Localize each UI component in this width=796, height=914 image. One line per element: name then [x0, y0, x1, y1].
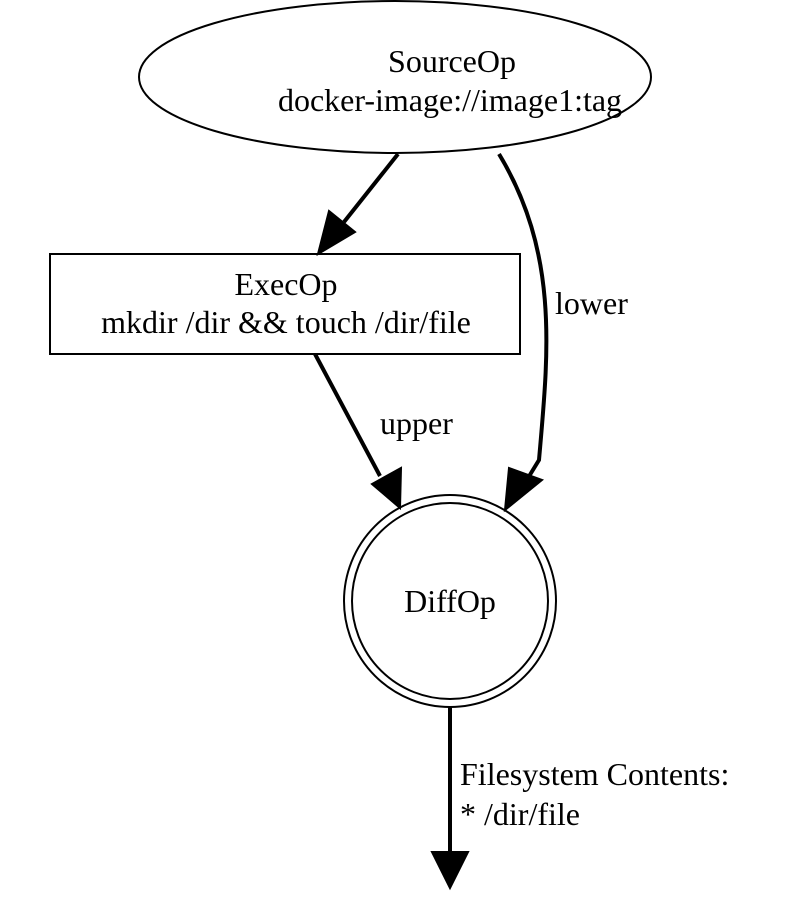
source-op-detail: docker-image://image1:tag: [278, 82, 622, 118]
edge-output: Filesystem Contents: * /dir/file: [430, 707, 729, 891]
edge-source-to-exec-arrowhead: [316, 209, 357, 257]
diff-op-title: DiffOp: [404, 583, 496, 619]
exec-op-title: ExecOp: [234, 266, 337, 302]
edge-lower: lower: [497, 152, 628, 513]
edge-output-label-line2: * /dir/file: [460, 796, 580, 832]
exec-op-box: [49, 253, 521, 355]
diff-op-node: DiffOp: [343, 494, 557, 708]
edge-upper-arrowhead: [370, 466, 403, 511]
edge-upper-label: upper: [380, 405, 453, 441]
exec-op-detail: mkdir /dir && touch /dir/file: [101, 304, 471, 340]
exec-op-node: ExecOp mkdir /dir && touch /dir/file: [49, 253, 521, 355]
edge-source-to-exec-line: [342, 152, 400, 224]
edge-output-label-line1: Filesystem Contents:: [460, 756, 729, 792]
diff-op-inner-circle: [351, 502, 549, 700]
edge-lower-label: lower: [555, 285, 628, 321]
source-op-title: SourceOp: [388, 43, 516, 79]
edge-lower-line: [497, 152, 549, 480]
source-op-ellipse: [138, 0, 652, 154]
edge-lower-arrowhead: [503, 466, 545, 513]
edge-upper-line: [313, 353, 382, 477]
edge-upper: upper: [313, 353, 453, 511]
source-op-node: SourceOp docker-image://image1:tag: [138, 0, 652, 154]
edge-source-to-exec: [316, 152, 400, 257]
edge-output-arrowhead: [430, 851, 470, 891]
